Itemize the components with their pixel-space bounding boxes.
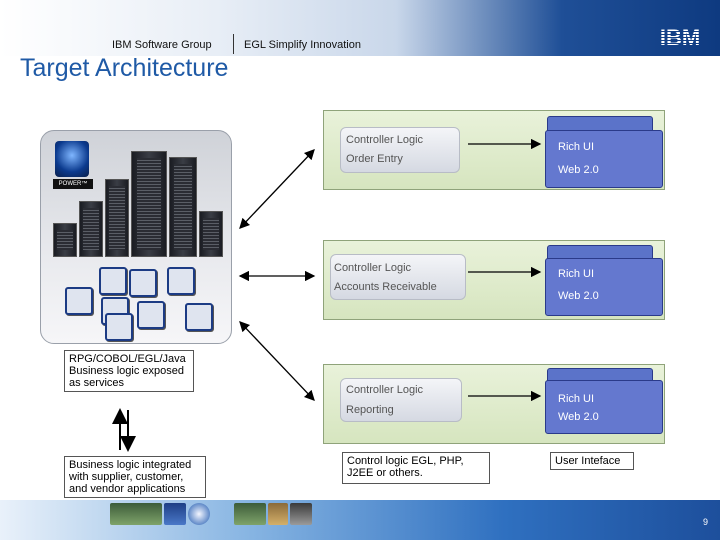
rich-ui-card [545, 130, 663, 188]
services-caption: RPG/COBOL/EGL/Java Business logic expose… [64, 350, 194, 392]
controller-card [330, 254, 466, 300]
server-icon [105, 179, 129, 257]
web-label: Web 2.0 [558, 411, 599, 423]
server-icon [131, 151, 167, 257]
footer-photo [268, 503, 288, 525]
controller-card [340, 378, 462, 422]
rich-ui-label: Rich UI [558, 141, 595, 153]
rich-ui-label: Rich UI [558, 268, 595, 280]
page-number: 9 [702, 517, 708, 527]
ibm-logo-text: IBM [660, 26, 700, 48]
partition-icon [129, 269, 157, 297]
footer-photo [110, 503, 162, 525]
web-label: Web 2.0 [558, 164, 599, 176]
footer-photo [188, 503, 210, 525]
server-panel: POWER™ [40, 130, 232, 344]
rich-ui-label: Rich UI [558, 393, 595, 405]
server-icon [79, 201, 103, 257]
controller-label: Controller Logic [334, 262, 412, 274]
partition-icon [99, 267, 127, 295]
power-badge-icon [55, 141, 89, 177]
controller-label: Controller Logic [346, 134, 424, 146]
header-separator [233, 34, 234, 54]
rich-ui-card [545, 258, 663, 316]
server-icon [53, 223, 77, 257]
footer-photo [290, 503, 312, 525]
arrow-reporting [239, 321, 315, 401]
header-right-text: EGL Simplify Innovation [244, 39, 361, 51]
business-logic-box: Business logic integrated with supplier,… [64, 456, 206, 498]
controller-module-label: Accounts Receivable [334, 281, 437, 293]
controller-label: Controller Logic [346, 384, 424, 396]
power-badge-label: POWER™ [53, 179, 93, 189]
ibm-logo: IBM [660, 26, 700, 48]
page-title: Target Architecture [20, 54, 229, 82]
partition-icon [137, 301, 165, 329]
partition-icon [65, 287, 93, 315]
arrow-order-entry [239, 149, 315, 229]
header-bar [0, 0, 720, 56]
footer-bar [0, 500, 720, 540]
server-icon [169, 157, 197, 257]
user-interface-box: User Inteface [550, 452, 634, 470]
server-icon [199, 211, 223, 257]
rich-ui-card [545, 380, 663, 434]
partition-icon [185, 303, 213, 331]
header-left-text: IBM Software Group [112, 39, 212, 51]
footer-photo [234, 503, 266, 525]
web-label: Web 2.0 [558, 290, 599, 302]
controller-card [340, 127, 460, 173]
controller-module-label: Reporting [346, 404, 394, 416]
footer-photo [164, 503, 186, 525]
control-logic-box: Control logic EGL, PHP, J2EE or others. [342, 452, 490, 484]
partition-icon [105, 313, 133, 341]
controller-module-label: Order Entry [346, 153, 403, 165]
partition-icon [167, 267, 195, 295]
